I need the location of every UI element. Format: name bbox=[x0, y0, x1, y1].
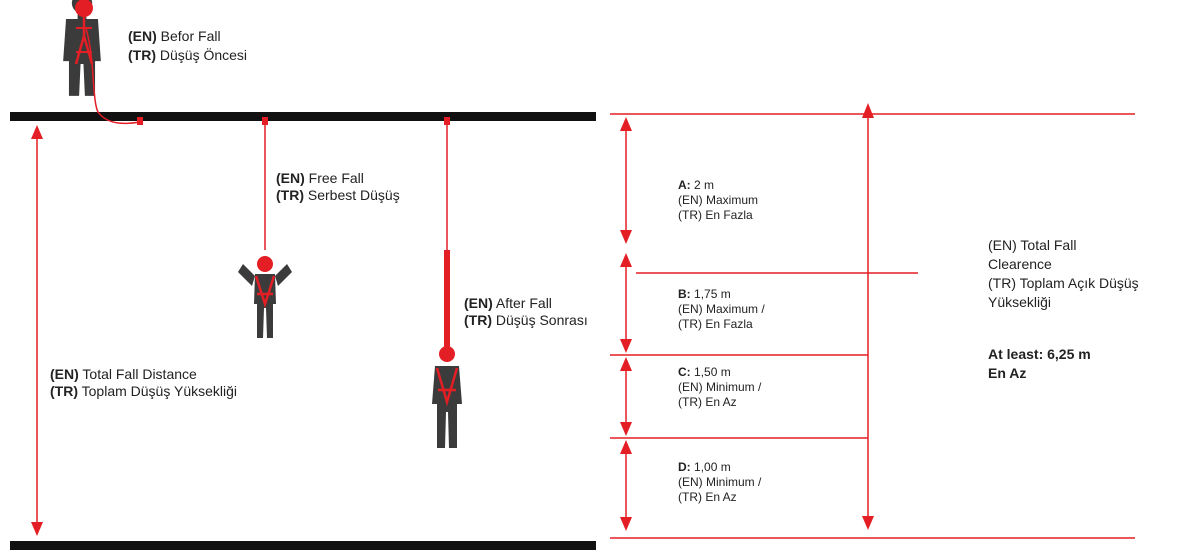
anchor-point bbox=[262, 117, 268, 125]
anchor-point bbox=[444, 117, 450, 125]
segment-a-label: A: 2 m (EN) Maximum (TR) En Fazla bbox=[678, 178, 758, 222]
segment-d-label: D: 1,00 m (EN) Minimum / (TR) En Az bbox=[678, 460, 762, 504]
bottom-beam bbox=[10, 541, 596, 550]
person-harness-icon bbox=[432, 346, 462, 448]
before-fall-label: (EN) Befor Fall (TR) Düşüş Öncesi bbox=[128, 28, 248, 63]
free-fall-label: (EN) Free Fall (TR) Serbest Düşüş bbox=[276, 170, 400, 203]
shock-absorber bbox=[444, 250, 450, 350]
lanyard bbox=[85, 27, 141, 125]
total-fall-distance-arrow bbox=[31, 125, 43, 536]
after-fall-label: (EN) After Fall (TR) Düşüş Sonrası bbox=[464, 295, 588, 328]
total-clearance-label: (EN) Total Fall Clearence (TR) Toplam Aç… bbox=[988, 237, 1139, 310]
top-beam bbox=[10, 112, 596, 121]
person-harness-icon bbox=[238, 256, 292, 338]
segment-c-label: C: 1,50 m (EN) Minimum / (TR) En Az bbox=[678, 365, 762, 409]
total-fall-distance-label: (EN) Total Fall Distance (TR) Toplam Düş… bbox=[50, 366, 238, 399]
segment-b-label: B: 1,75 m (EN) Maximum / (TR) En Fazla bbox=[678, 287, 765, 331]
minimum-clearance-value: At least: 6,25 m En Az bbox=[988, 346, 1091, 381]
anchor-point bbox=[137, 117, 143, 125]
